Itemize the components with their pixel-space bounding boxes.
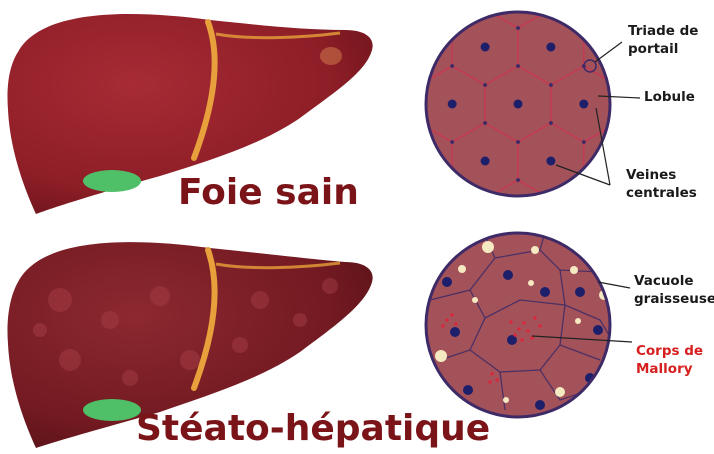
- mallory-body: [488, 380, 491, 383]
- fat-vacuole: [570, 266, 578, 274]
- mallory-body: [526, 329, 529, 332]
- central-vein: [503, 270, 513, 280]
- label-mallory-line1: Corps de: [636, 342, 703, 360]
- label-vacuole-graisseuse: Vacuole graisseuse: [634, 272, 714, 308]
- mallory-body: [520, 338, 523, 341]
- fat-vacuole: [582, 402, 588, 408]
- central-vein: [575, 287, 585, 297]
- label-veines-line2: centrales: [626, 184, 697, 202]
- central-vein: [463, 385, 473, 395]
- label-corps-de-mallory: Corps de Mallory: [636, 342, 703, 378]
- portal-triad-dot: [450, 64, 454, 68]
- central-vein: [546, 157, 555, 166]
- label-mallory-line2: Mallory: [636, 360, 703, 378]
- portal-triad-dot: [582, 140, 586, 144]
- mallory-body: [533, 316, 536, 319]
- mallory-body: [445, 318, 448, 321]
- mallory-body: [454, 322, 457, 325]
- label-triade-line1: Triade de: [628, 22, 698, 40]
- fat-vacuole: [531, 246, 539, 254]
- fat-vacuole: [472, 297, 478, 303]
- portal-triad-dot: [516, 178, 520, 182]
- mallory-body: [530, 336, 533, 339]
- central-vein: [481, 157, 490, 166]
- mallory-body: [450, 313, 453, 316]
- portal-triad-dot: [450, 140, 454, 144]
- fat-vacuole: [435, 350, 447, 362]
- mallory-body: [509, 320, 512, 323]
- fat-vacuole: [482, 241, 494, 253]
- central-vein: [546, 43, 555, 52]
- healthy-liver-caption: Foie sain: [178, 172, 359, 213]
- fat-vacuole: [458, 265, 466, 273]
- mallory-body: [517, 327, 520, 330]
- hepatic-lobule-hex: [354, 0, 420, 28]
- central-vein: [540, 287, 550, 297]
- mallory-body: [495, 378, 498, 381]
- label-vacuole-line2: graisseuse: [634, 290, 714, 308]
- central-vein: [481, 43, 490, 52]
- central-vein: [579, 100, 588, 109]
- mallory-body: [441, 324, 444, 327]
- central-vein: [448, 100, 457, 109]
- fat-vacuole: [555, 387, 565, 397]
- central-vein: [535, 400, 545, 410]
- label-veines-centrales: Veines centrales: [626, 166, 697, 202]
- portal-triad-dot: [549, 121, 553, 125]
- label-veines-line1: Veines: [626, 166, 697, 184]
- label-triade-portail: Triade de portail: [628, 22, 698, 58]
- label-vacuole-line1: Vacuole: [634, 272, 714, 290]
- fat-vacuole: [503, 397, 509, 403]
- portal-triad-dot: [516, 64, 520, 68]
- central-vein: [450, 327, 460, 337]
- portal-triad-dot: [483, 83, 487, 87]
- healthy-liver-highlight: [320, 47, 342, 65]
- mallory-body: [513, 333, 516, 336]
- mallory-body: [538, 324, 541, 327]
- fatty-gallbladder: [83, 399, 141, 421]
- hepatic-lobule-hex: [354, 180, 420, 256]
- fat-vacuole: [575, 318, 581, 324]
- central-vein: [593, 325, 603, 335]
- label-lobule: Lobule: [644, 88, 695, 106]
- portal-triad-dot: [516, 140, 520, 144]
- label-triade-line2: portail: [628, 40, 698, 58]
- steato-liver-caption: Stéato-hépatique: [136, 408, 490, 449]
- portal-triad-dot: [483, 121, 487, 125]
- mallory-body: [490, 372, 493, 375]
- portal-triad-dot: [516, 26, 520, 30]
- portal-triad-dot: [549, 83, 553, 87]
- hepatic-lobule-hex: [354, 66, 420, 142]
- fat-vacuole: [528, 280, 534, 286]
- healthy-gallbladder: [83, 170, 141, 192]
- central-vein: [514, 100, 523, 109]
- mallory-body: [522, 321, 525, 324]
- central-vein: [442, 277, 452, 287]
- fatty-lobule-view: [426, 232, 612, 417]
